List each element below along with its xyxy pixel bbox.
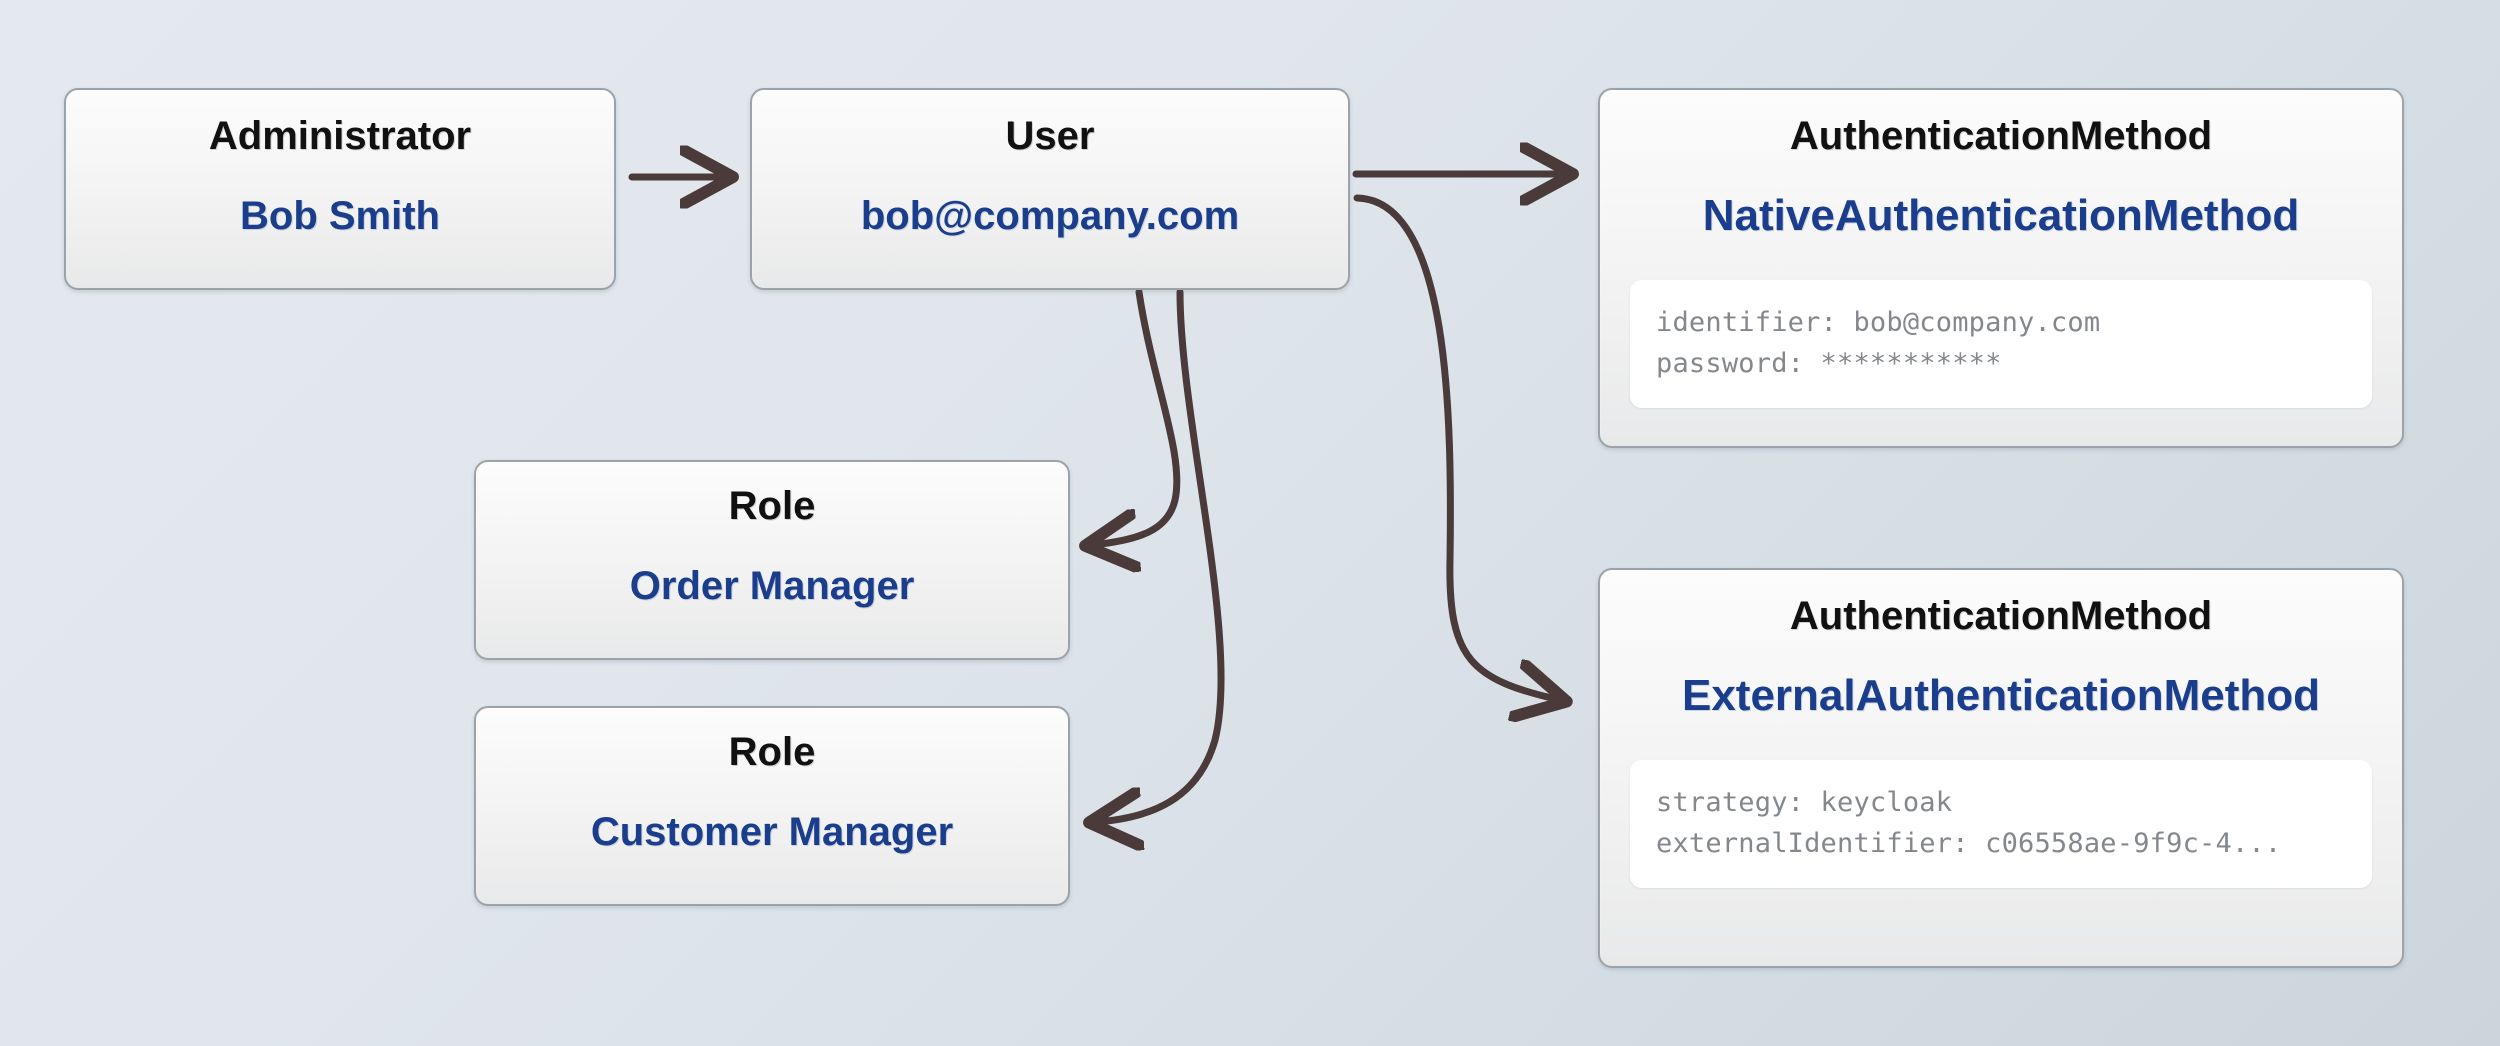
field-password: password: *********** xyxy=(1656,348,2002,380)
node-auth-native-value: NativeAuthenticationMethod xyxy=(1702,191,2300,240)
edge-user-to-role-order xyxy=(1092,288,1181,545)
node-user[interactable]: User bob@company.com xyxy=(750,88,1350,290)
node-administrator-value: Bob Smith xyxy=(240,194,440,238)
node-auth-external-fields: strategy: keycloak externalIdentifier: c… xyxy=(1630,760,2372,889)
node-auth-external[interactable]: AuthenticationMethod ExternalAuthenticat… xyxy=(1598,568,2404,968)
node-role-customer-manager-value: Customer Manager xyxy=(590,810,954,854)
node-administrator-title: Administrator xyxy=(208,114,472,158)
node-auth-native-fields: identifier: bob@company.com password: **… xyxy=(1630,280,2372,409)
node-role-order-manager-title: Role xyxy=(728,484,816,528)
edge-user-to-auth-external xyxy=(1353,194,1560,700)
node-role-customer-manager[interactable]: Role Customer Manager xyxy=(474,706,1070,906)
node-role-order-manager-value: Order Manager xyxy=(629,564,915,608)
field-identifier: identifier: bob@company.com xyxy=(1656,307,2101,338)
node-role-customer-manager-title: Role xyxy=(728,730,816,774)
node-user-title: User xyxy=(1005,114,1095,158)
edge-user-to-role-customer xyxy=(1096,288,1225,822)
node-auth-external-title: AuthenticationMethod xyxy=(1789,594,2213,638)
node-auth-native[interactable]: AuthenticationMethod NativeAuthenticatio… xyxy=(1598,88,2404,448)
node-auth-native-title: AuthenticationMethod xyxy=(1789,114,2213,158)
node-role-order-manager[interactable]: Role Order Manager xyxy=(474,460,1070,660)
field-external-identifier: externalIdentifier: c06558ae-9f9c-4... xyxy=(1656,828,2282,860)
node-user-value: bob@company.com xyxy=(860,194,1240,238)
node-administrator[interactable]: Administrator Bob Smith xyxy=(64,88,616,290)
node-auth-external-value: ExternalAuthenticationMethod xyxy=(1681,671,2321,720)
field-strategy: strategy: keycloak xyxy=(1656,787,1953,818)
